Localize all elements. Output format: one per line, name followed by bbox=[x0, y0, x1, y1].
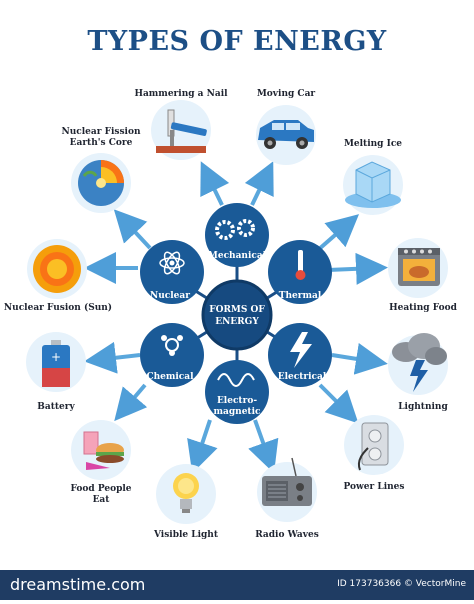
mechanical-node bbox=[205, 203, 269, 267]
svg-text:+: + bbox=[51, 350, 61, 364]
label-moving-car: Moving Car bbox=[256, 89, 316, 99]
car-icon bbox=[258, 120, 314, 149]
label-nuclear-fusion: Nuclear Fusion (Sun) bbox=[3, 303, 113, 313]
label-hammering-nail: Hammering a Nail bbox=[134, 89, 228, 99]
arrow-lightning bbox=[331, 343, 388, 375]
thermal-label: Thermal bbox=[279, 291, 322, 301]
label-radio-waves: Radio Waves bbox=[255, 530, 319, 540]
nuclear-label: Nuclear bbox=[150, 291, 190, 301]
label-fission-line2: Earth's Core bbox=[69, 138, 133, 148]
label-fission-line1: Nuclear Fission bbox=[61, 127, 141, 137]
center-label-1: FORMS OF bbox=[209, 305, 265, 315]
arrow-hammer bbox=[200, 161, 230, 206]
mechanical-label: Mechanical bbox=[208, 251, 267, 261]
hammer-nail-icon bbox=[156, 109, 207, 153]
footer-site[interactable]: dreamstime.com bbox=[10, 575, 146, 594]
thermometer-icon bbox=[295, 250, 306, 280]
electromagnetic-label-2: magnetic bbox=[214, 407, 261, 417]
electromagnetic-label-1: Electro- bbox=[217, 396, 257, 406]
ice-cube-icon bbox=[345, 161, 401, 208]
label-heating-food: Heating Food bbox=[389, 303, 457, 313]
footer-bar: dreamstime.com ID 173736366 © VectorMine bbox=[0, 570, 474, 600]
power-outlet-icon bbox=[358, 422, 389, 471]
oven-icon bbox=[398, 248, 440, 286]
arrow-ice bbox=[316, 214, 360, 252]
arrow-light bbox=[187, 419, 218, 474]
label-lightning: Lightning bbox=[398, 402, 448, 412]
battery-icon: + bbox=[42, 340, 70, 387]
arrows bbox=[84, 161, 388, 474]
center-label-2: ENERGY bbox=[215, 317, 259, 327]
atom-icon bbox=[159, 251, 185, 275]
footer-id: ID 173736366 © VectorMine bbox=[337, 579, 466, 589]
label-power-lines: Power Lines bbox=[343, 482, 405, 492]
radio-icon bbox=[262, 457, 312, 506]
earth-core-icon bbox=[78, 160, 124, 206]
label-melting-ice: Melting Ice bbox=[343, 139, 403, 149]
food-icon bbox=[83, 431, 124, 470]
label-nuclear-fission: Nuclear Fission Earth's Core bbox=[54, 127, 148, 149]
arrow-battery bbox=[84, 341, 141, 374]
molecule-icon bbox=[161, 335, 183, 356]
label-visible-light: Visible Light bbox=[153, 530, 219, 540]
center-node bbox=[201, 279, 273, 351]
light-bulb-icon bbox=[173, 473, 199, 513]
bolt-icon bbox=[290, 332, 312, 368]
page-title: TYPES OF ENERGY bbox=[87, 26, 387, 57]
sun-icon bbox=[33, 245, 81, 293]
arrow-heating bbox=[327, 252, 388, 285]
arrow-food bbox=[114, 383, 148, 422]
arrow-powerlines bbox=[318, 383, 359, 424]
gears-icon bbox=[215, 219, 255, 240]
arrow-radio bbox=[248, 419, 279, 474]
label-food-line2: Eat bbox=[92, 495, 110, 505]
electrical-label: Electrical bbox=[278, 372, 327, 382]
label-battery: Battery bbox=[37, 402, 75, 412]
wave-icon bbox=[217, 373, 255, 387]
label-food: Food People Eat bbox=[61, 484, 141, 506]
arrow-fission bbox=[113, 209, 152, 250]
arrow-car bbox=[244, 161, 274, 206]
label-food-line1: Food People bbox=[70, 484, 132, 494]
node-glyphs bbox=[159, 219, 312, 387]
lightning-cloud-icon bbox=[392, 333, 447, 392]
chemical-label: Chemical bbox=[146, 372, 194, 382]
